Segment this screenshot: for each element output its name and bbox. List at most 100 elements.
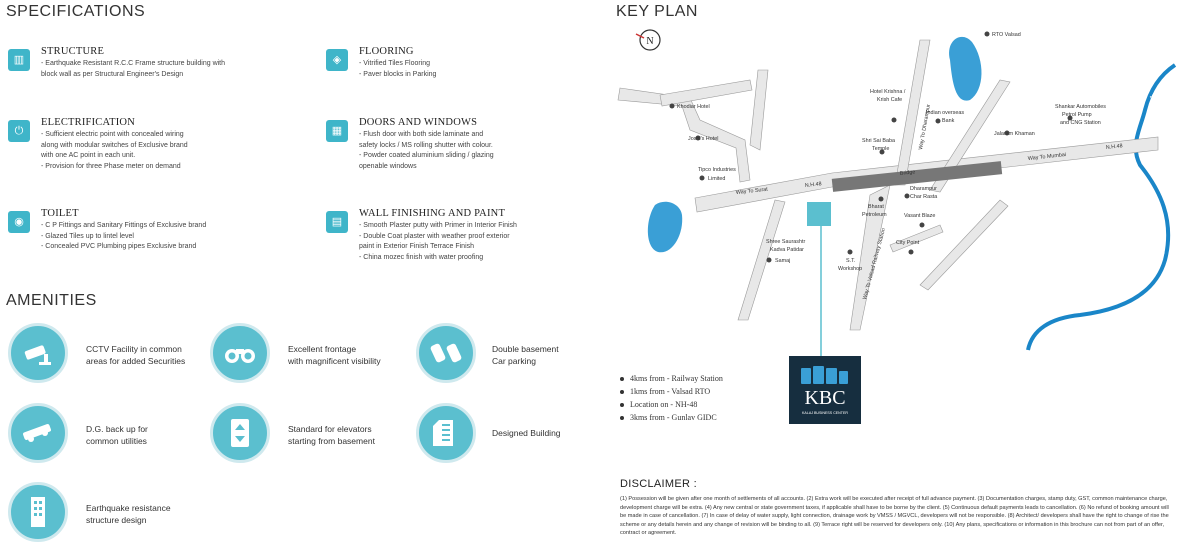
- north-compass-icon: N: [635, 29, 661, 51]
- earthquake-building-icon: [8, 482, 68, 542]
- disclaimer-text: (1) Possession will be given after one m…: [620, 496, 1169, 537]
- label-nh48-b: N.H.48: [1106, 143, 1123, 151]
- amenity-label: structure design: [86, 515, 147, 525]
- paint-roller-icon: ▤: [326, 211, 348, 233]
- bridge: [831, 161, 1003, 192]
- label-khodiar: Khodiar Hotel: [677, 104, 710, 110]
- disclaimer-heading: DISCLAIMER :: [620, 478, 697, 490]
- north-label: N: [646, 36, 653, 47]
- spec-line: - Vitrified Tiles Flooring: [359, 60, 431, 67]
- amenity-label: Standard for elevators: [288, 424, 372, 434]
- spec-line: - C P Fittings and Sanitary Fittings of …: [41, 222, 207, 229]
- label-bridge: Bridge: [900, 169, 916, 177]
- kbc-logo-subtext: KALAJ BUSINESS CENTER: [802, 411, 848, 415]
- toilet-icon: ◉: [8, 211, 30, 233]
- river: [1026, 63, 1177, 351]
- spec-line: - Concealed PVC Plumbing pipes Exclusive…: [41, 243, 197, 250]
- road-khodiar: [659, 79, 753, 107]
- specifications-heading: SPECIFICATIONS: [6, 3, 146, 20]
- spec-line: block wall as per Structural Engineer's …: [41, 70, 184, 78]
- spec-line: - Paver blocks in Parking: [359, 70, 437, 78]
- spec-line: - Sufficient electric point with conceal…: [41, 131, 184, 138]
- building-design-icon: [416, 403, 476, 463]
- label-bp1: Bharat: [868, 204, 884, 210]
- spec-line: paint in Exterior Finish Terrace Finish: [359, 243, 475, 250]
- spec-line: - Flush door with both side laminate and: [359, 131, 484, 138]
- road-dharampur: [894, 39, 931, 186]
- spec-line: - Earthquake Resistant R.C.C Frame struc…: [41, 60, 226, 67]
- spec-line: along with modular switches of Exclusive…: [41, 141, 188, 149]
- spec-line: openable windows: [359, 162, 417, 170]
- label-sa2: Petrol Pump: [1062, 112, 1092, 118]
- amenity-label: Car parking: [492, 356, 536, 366]
- window-icon: ▦: [326, 120, 348, 142]
- label-iob2: Bank: [942, 118, 955, 124]
- label-sa1: Shankar Automobiles: [1055, 104, 1106, 110]
- label-st1: S.T.: [846, 258, 855, 264]
- spec-line: - Glazed Tiles up to lintel level: [41, 232, 134, 240]
- kbc-logo-text: KBC: [804, 387, 845, 409]
- distance-list: 4kms from - Railway Station 1kms from - …: [620, 372, 723, 424]
- spec-line: - Double Coat plaster with weather proof…: [359, 232, 510, 240]
- spec-title: FLOORING: [359, 46, 414, 57]
- spec-line: - China mozec finish with water proofing: [359, 253, 484, 261]
- electric-socket-icon: ⏻: [8, 120, 30, 142]
- dg-backup-icon: [8, 403, 68, 463]
- label-joshi: Joshi's Hotel: [688, 136, 718, 142]
- road-bottom-left: [737, 199, 786, 321]
- road-bottom-right: [919, 199, 1009, 291]
- label-way-surat: Way To Surat: [736, 187, 769, 196]
- building-icon: ▥: [8, 49, 30, 71]
- spec-line: with one AC point in each unit.: [41, 152, 136, 159]
- amenity-label: Double basement: [492, 344, 559, 354]
- distance-item: 3kms from - Gunlav GIDC: [620, 411, 723, 424]
- kbc-logo: KBC KALAJ BUSINESS CENTER: [789, 356, 861, 424]
- distance-item: 1kms from - Valsad RTO: [620, 385, 723, 398]
- label-ss1: Shree Saurashtr: [766, 239, 805, 245]
- tiles-icon: ◈: [326, 49, 348, 71]
- key-plan-heading: KEY PLAN: [616, 3, 698, 20]
- road-right-diag: [929, 79, 1011, 193]
- road-top-left: [617, 87, 751, 183]
- label-iob1: Indian overseas: [926, 110, 964, 116]
- label-vasant: Vasant Blaze: [904, 213, 935, 219]
- road-cp: [889, 224, 944, 253]
- label-way-mumbai: Way To Mumbai: [1028, 152, 1067, 162]
- label-ssb1: Shri Sai Baba: [862, 138, 895, 144]
- amenity-label: Earthquake resistance: [86, 503, 171, 513]
- spec-line: - Provision for three Phase meter on dem…: [41, 162, 181, 170]
- amenity-label: CCTV Facility in common: [86, 344, 182, 354]
- lake-top: [949, 36, 982, 101]
- distance-item: Location on - NH-48: [620, 398, 723, 411]
- binoculars-icon: [210, 323, 270, 383]
- amenity-label: common utilities: [86, 436, 147, 446]
- label-way-dharampur: Way To Dharampur: [918, 104, 932, 151]
- label-river: Auranga River: [1154, 219, 1166, 254]
- spec-title: TOILET: [41, 208, 79, 219]
- label-city-point: City Point: [896, 240, 920, 246]
- spec-title: DOORS AND WINDOWS: [359, 117, 478, 128]
- label-dc1: Dharampur: [910, 186, 937, 192]
- key-plan-map: N RTO Valsad Khodiar Hotel Joshi's Hotel…: [617, 29, 1177, 356]
- label-jalaram: Jalaram Khaman: [994, 131, 1035, 137]
- spec-title: ELECTRIFICATION: [41, 117, 135, 128]
- distance-item: 4kms from - Railway Station: [620, 372, 723, 385]
- label-rto: RTO Valsad: [992, 32, 1021, 38]
- amenity-label: Excellent frontage: [288, 344, 357, 354]
- label-hk1: Hotel Krishna /: [870, 89, 906, 95]
- amenity-label: Designed Building: [492, 428, 561, 438]
- label-bp2: Petroleum: [862, 212, 887, 218]
- site-location: [807, 202, 831, 226]
- amenities-heading: AMENITIES: [6, 292, 97, 309]
- elevator-icon: [210, 403, 270, 463]
- road-valsad-rs: [849, 184, 891, 331]
- spec-line: - Smooth Plaster putty with Primer in In…: [359, 222, 517, 229]
- lake-left: [647, 201, 683, 253]
- amenity-label: D.G. back up for: [86, 424, 148, 434]
- label-ss2: Kadva Patidar: [770, 247, 804, 253]
- label-tipco2: Limited: [708, 176, 725, 182]
- label-ssb2: Temple: [872, 146, 889, 152]
- amenity-label: areas for added Securities: [86, 356, 186, 366]
- label-sa3: and CNG Station: [1060, 120, 1101, 126]
- car-parking-icon: [416, 323, 476, 383]
